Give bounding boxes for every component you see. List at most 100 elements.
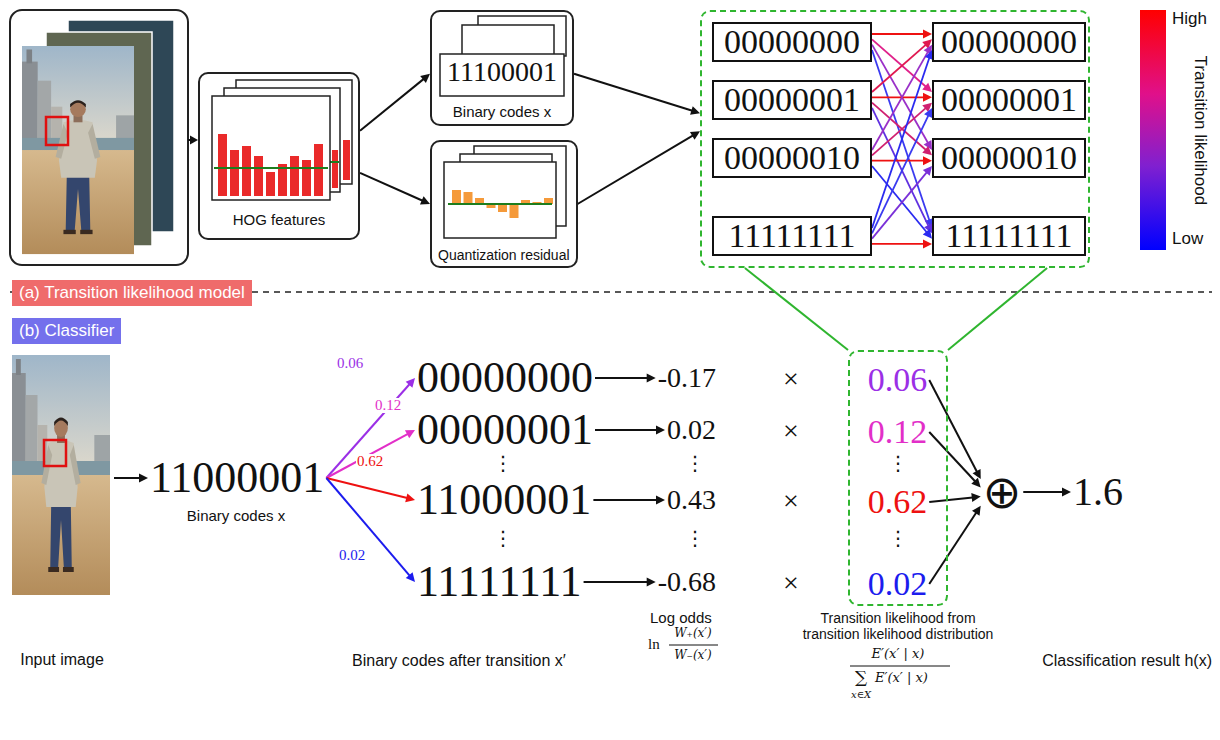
node-text: 11111111 bbox=[728, 219, 855, 253]
multiply-sign: × bbox=[783, 568, 799, 599]
connector-line bbox=[872, 108, 929, 226]
connector-line bbox=[593, 499, 657, 501]
connector bbox=[745, 268, 848, 350]
section-label: (a) Transition likelihood model bbox=[12, 280, 252, 306]
illustration-part bbox=[290, 156, 299, 196]
caption-text: Transition likelihood from transition li… bbox=[802, 610, 994, 642]
value-text: 00000001 bbox=[415, 408, 595, 452]
feature-box: Quantization residual bbox=[430, 140, 578, 268]
node-text: (b) Classifier bbox=[19, 321, 114, 341]
node-text: 1.6 bbox=[1073, 472, 1123, 512]
connector-line bbox=[872, 115, 929, 233]
connector-line bbox=[360, 173, 423, 201]
binary-code-box: 00000000 bbox=[712, 22, 872, 62]
connector-line bbox=[929, 497, 973, 502]
node-text: HOG features bbox=[233, 212, 326, 227]
binary-code-box: 00000001 bbox=[712, 80, 872, 120]
node-text: 11000001 bbox=[150, 456, 324, 500]
illustration-part bbox=[230, 150, 239, 196]
multiply-sign: × bbox=[783, 364, 799, 395]
ellipsis: ⋮ bbox=[685, 527, 705, 549]
illustration-part bbox=[448, 203, 552, 205]
connector bbox=[872, 103, 932, 156]
binary-code-box: 00000010 bbox=[712, 138, 872, 178]
connector-line bbox=[872, 172, 927, 239]
connector-line bbox=[114, 477, 140, 479]
multiply-sign: × bbox=[783, 416, 799, 447]
illustration-part bbox=[464, 192, 473, 204]
illustration-part bbox=[452, 190, 461, 204]
illustration-part bbox=[266, 172, 275, 196]
illustration-part bbox=[44, 440, 66, 466]
connector bbox=[326, 478, 415, 582]
formula-text: E′(x′ | x) bbox=[872, 647, 925, 661]
node-text: 11000001 bbox=[417, 478, 591, 522]
connector bbox=[929, 432, 980, 487]
edge-label: 0.02 bbox=[338, 548, 366, 563]
connector bbox=[929, 493, 980, 502]
connector-line bbox=[929, 432, 975, 482]
arrowhead bbox=[139, 473, 148, 482]
arrowhead bbox=[923, 30, 932, 39]
connector-line bbox=[872, 160, 924, 162]
connector bbox=[1023, 488, 1071, 497]
node-text: 0.02 bbox=[667, 416, 716, 444]
illustration-part bbox=[242, 146, 251, 196]
formula-text: E′(x′ | x) bbox=[875, 671, 928, 685]
connector bbox=[595, 374, 656, 383]
connector bbox=[872, 108, 932, 233]
illustration-part bbox=[212, 96, 330, 200]
zoom-region: 00000000 00000001 00000010 11111111 00000000… bbox=[700, 10, 1090, 268]
illustration-part bbox=[330, 161, 339, 163]
connector bbox=[574, 74, 700, 115]
value-text: 00000000 bbox=[415, 356, 595, 400]
arrowhead bbox=[923, 93, 932, 102]
ellipsis: ⋮ bbox=[888, 527, 908, 549]
connector-line bbox=[326, 478, 409, 576]
illustration-part bbox=[46, 117, 68, 145]
connector bbox=[360, 173, 430, 205]
connector bbox=[948, 268, 1047, 350]
formula-text: W₊(x′) bbox=[674, 627, 712, 640]
connector bbox=[872, 45, 932, 150]
connector-line bbox=[578, 135, 694, 204]
connector bbox=[872, 166, 932, 239]
connector bbox=[872, 39, 932, 92]
illustration-part bbox=[440, 54, 564, 96]
node-text: 00000001 bbox=[417, 408, 593, 452]
node-text: 0.43 bbox=[667, 486, 716, 514]
connector bbox=[326, 430, 415, 478]
illustration-part bbox=[498, 204, 507, 212]
connector bbox=[872, 108, 932, 233]
legend-text: Transition likelihood bbox=[1191, 55, 1210, 205]
binary-code-box: 00000000 bbox=[932, 22, 1086, 62]
arrowhead bbox=[972, 506, 981, 516]
node-text: -0.68 bbox=[658, 568, 716, 596]
ellipsis: ⋮ bbox=[493, 527, 513, 549]
illustration-part bbox=[12, 355, 110, 595]
connector-line bbox=[948, 268, 1047, 350]
residual-cards bbox=[444, 146, 566, 238]
connector-line bbox=[326, 384, 409, 478]
value-text: 0.12 bbox=[866, 415, 930, 449]
illustration-part bbox=[190, 136, 198, 145]
node-text: 0.02 bbox=[868, 567, 928, 601]
ellipsis: ⋮ bbox=[685, 452, 705, 474]
arrowhead bbox=[647, 578, 656, 587]
edge-label: 0.62 bbox=[356, 454, 384, 469]
legend-text: High bbox=[1172, 10, 1207, 29]
connector-line bbox=[872, 243, 924, 245]
arrowhead bbox=[656, 496, 665, 505]
node-text: 0.62 bbox=[868, 485, 928, 519]
caption-text: Classification result h(x) bbox=[1042, 652, 1212, 670]
connector-line bbox=[584, 581, 648, 583]
fraction-bar bbox=[850, 666, 950, 667]
connector bbox=[326, 478, 415, 502]
fraction-bar bbox=[669, 645, 718, 646]
binary-code-box: 11111111 bbox=[932, 216, 1086, 256]
node-text: 00000010 bbox=[941, 141, 1077, 175]
caption-text: Log odds bbox=[650, 610, 712, 627]
input-image-picture bbox=[12, 355, 110, 595]
formula-text: x∈X bbox=[851, 689, 871, 700]
